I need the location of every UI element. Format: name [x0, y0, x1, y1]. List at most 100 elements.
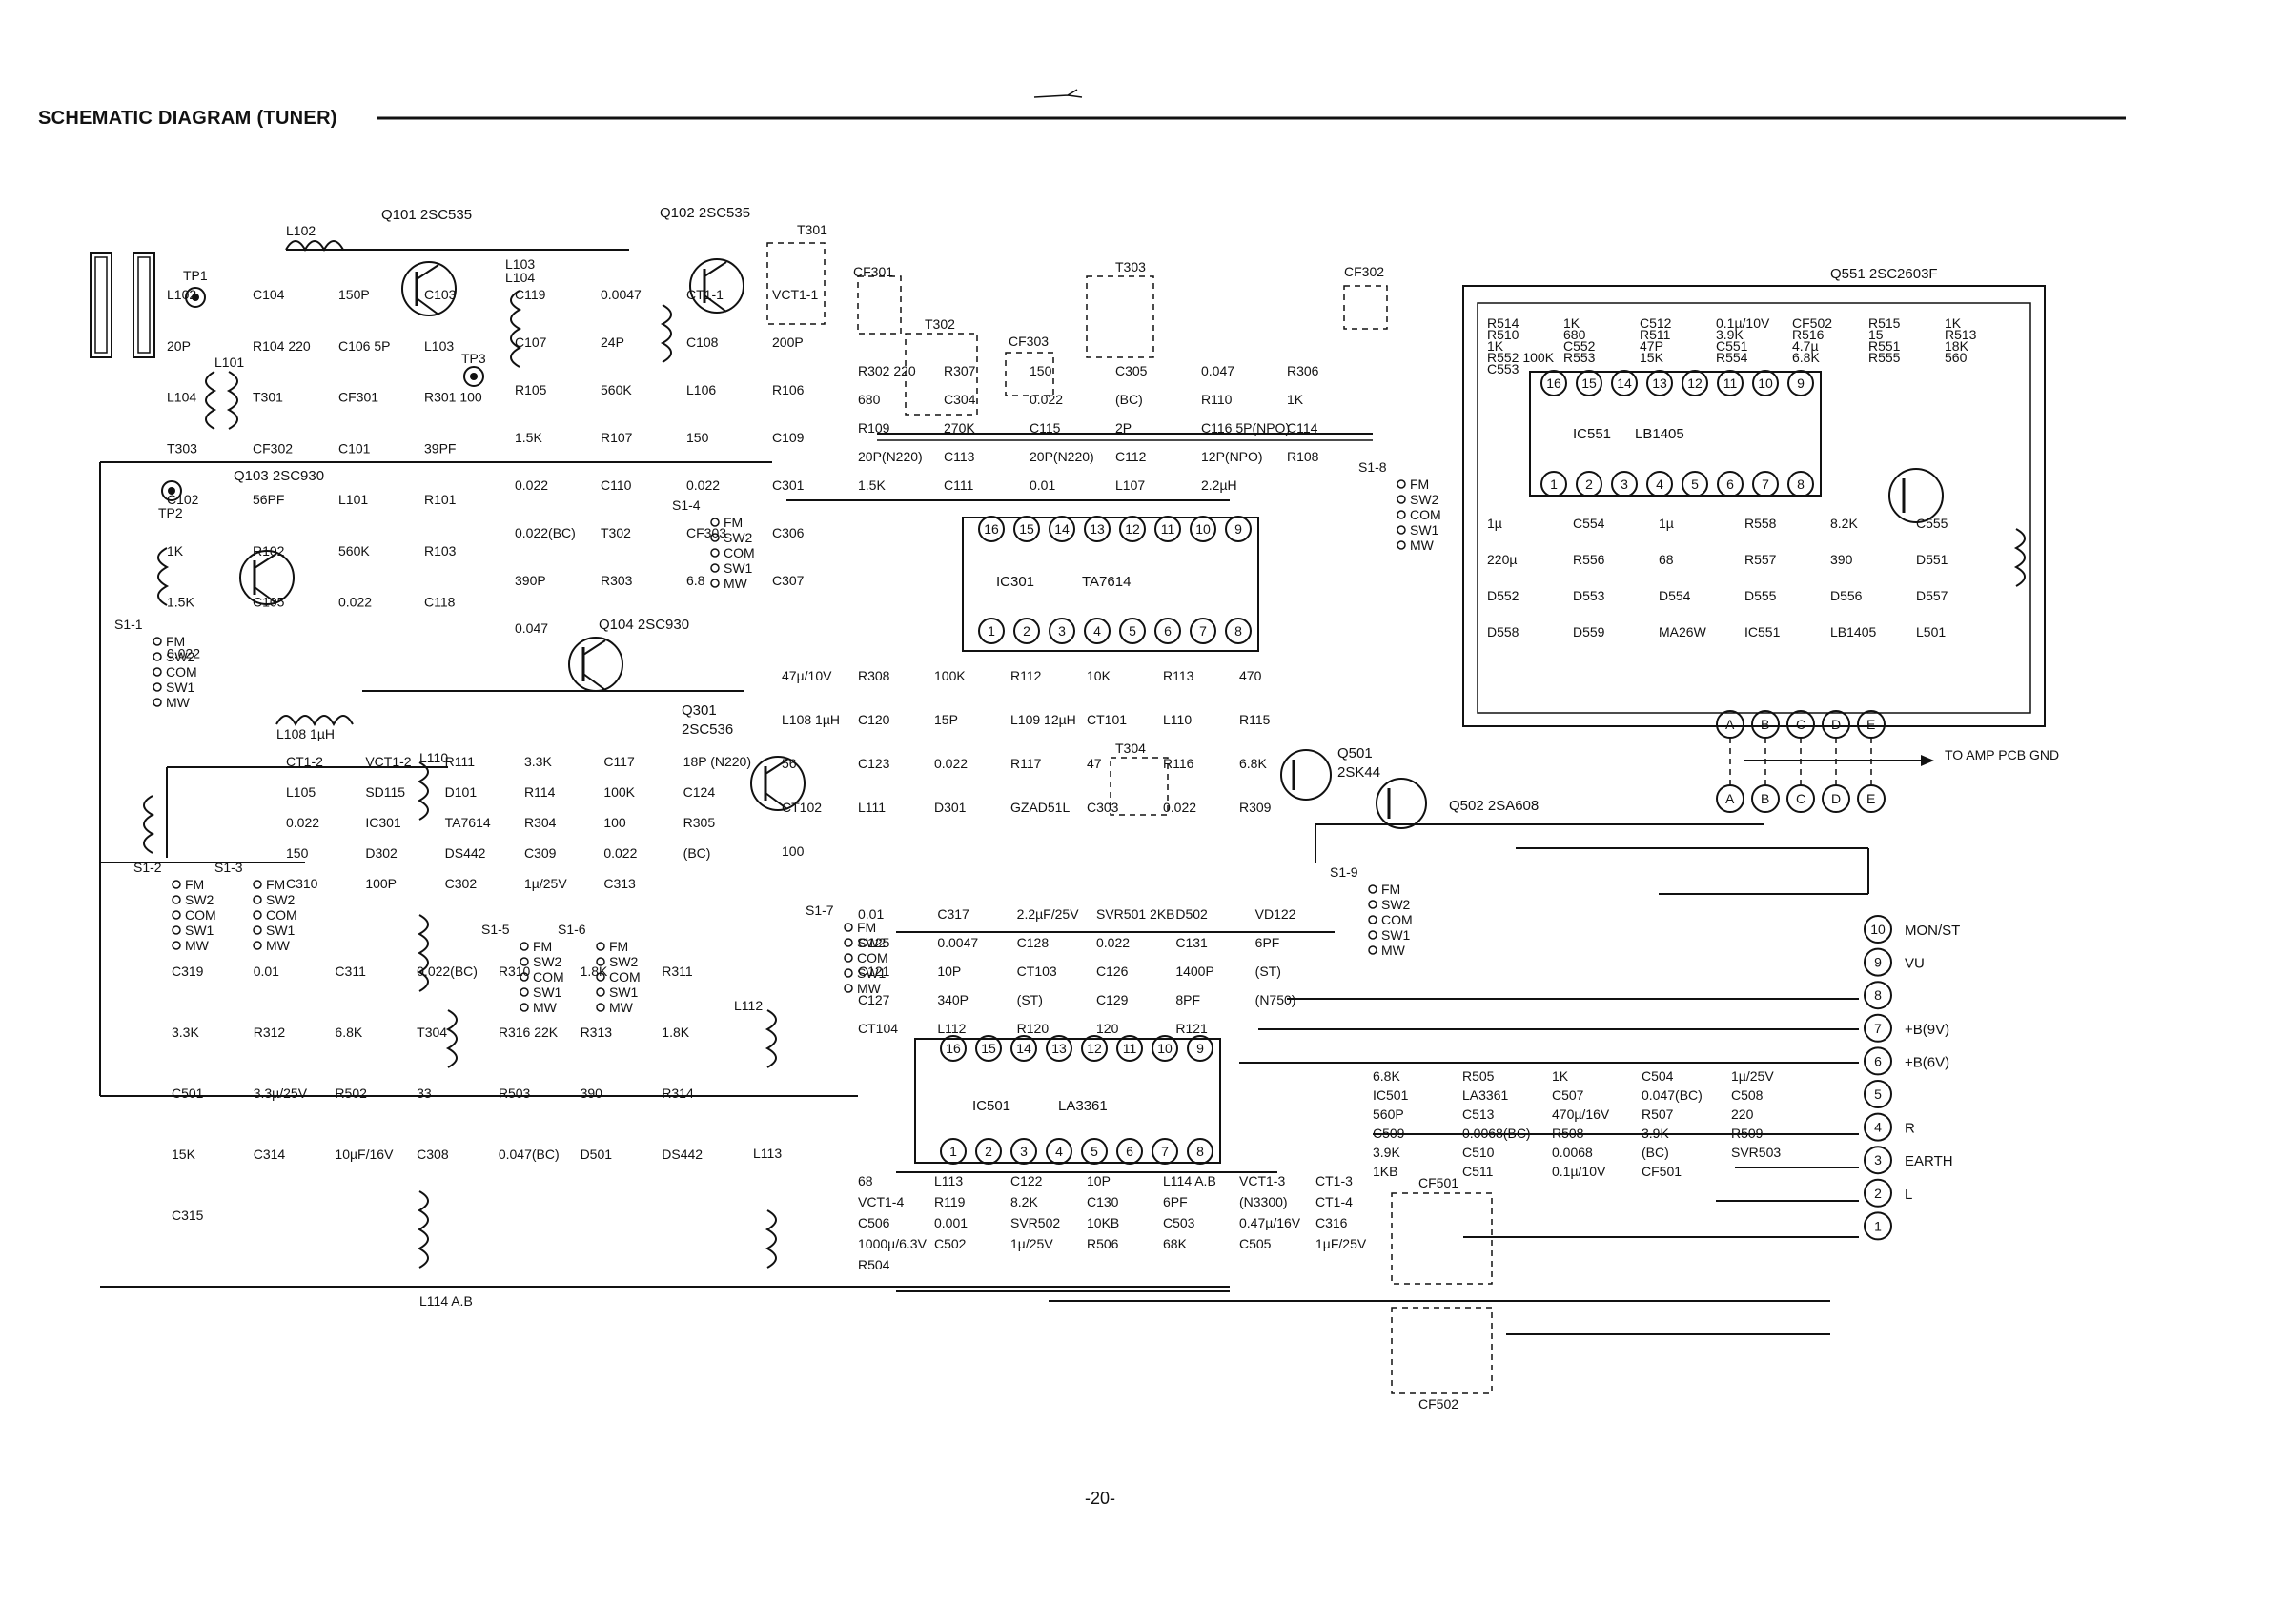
ic-pin-number: 16 — [946, 1041, 961, 1056]
component-label: 0.047(BC) — [1642, 1087, 1703, 1103]
component-label: R105 — [515, 382, 547, 397]
svg-text:Q101 2SC535: Q101 2SC535 — [381, 207, 472, 223]
component-label: 15K — [172, 1147, 196, 1162]
component-label: 1µ/25V — [524, 876, 567, 891]
conn-e-bottom: E — [1866, 791, 1875, 806]
switch-position-label: SW1 — [1410, 522, 1439, 538]
edge-pin-circle — [1864, 947, 1892, 977]
ic-pin-circle — [1540, 370, 1567, 396]
switch-position-label: COM — [724, 545, 755, 560]
svg-text:CF303: CF303 — [1009, 334, 1049, 349]
component-label: IC551 — [1744, 624, 1781, 639]
component-label: 15P — [934, 712, 958, 727]
component-label: 560K — [338, 543, 370, 558]
ic-pin-circle — [1049, 618, 1075, 644]
component-label: C511 — [1462, 1164, 1494, 1179]
switch-name: S1-9 — [1330, 864, 1358, 880]
component-label: CT1-1 — [686, 287, 724, 302]
component-label: 390P — [515, 573, 546, 588]
led-driver-box — [1462, 285, 2046, 727]
component-label: R301 100 — [424, 390, 482, 405]
component-label: TA7614 — [445, 815, 491, 830]
component-label: R310 — [499, 964, 531, 979]
switch-position-label: FM — [185, 877, 204, 892]
component-label: 270K — [944, 420, 975, 436]
component-label: R507 — [1642, 1106, 1674, 1122]
component-label: C505 — [1239, 1236, 1272, 1251]
switch-contact — [844, 953, 853, 963]
switch-contact — [596, 987, 605, 997]
svg-text:L102: L102 — [286, 223, 316, 238]
switch-position-label: MW — [1410, 538, 1435, 553]
switch-position-label: SW1 — [857, 965, 887, 981]
component-label: C307 — [772, 573, 805, 588]
component-label: C512 — [1640, 315, 1672, 331]
switch-contact — [153, 698, 162, 707]
switch-contact — [1397, 540, 1406, 550]
ic-pin-number: 3 — [1020, 1144, 1028, 1159]
switch-position-label: FM — [533, 939, 552, 954]
component-label: 20P(N220) — [1030, 449, 1094, 464]
component-label: 6.8K — [1239, 756, 1267, 771]
component-label: VCT1-4 — [858, 1194, 904, 1209]
component-label: R312 — [254, 1025, 286, 1040]
component-label: C105 — [253, 595, 285, 610]
component-label: CF303 — [686, 525, 726, 540]
ic-pin-number: 10 — [1758, 376, 1773, 391]
component-label: R513 — [1945, 327, 1977, 342]
component-label: 3.9K — [1716, 327, 1744, 342]
ic-pin-number: 12 — [1687, 376, 1703, 391]
component-label: VCT1-3 — [1239, 1173, 1285, 1188]
edge-pin-circle — [1864, 1013, 1892, 1043]
ic-pin-number: 14 — [1617, 376, 1632, 391]
component-label: 200P — [772, 335, 804, 350]
switch-name: S1-4 — [672, 497, 701, 513]
component-label: SVR502 — [1010, 1215, 1060, 1230]
ic-pin-circle — [1576, 370, 1602, 396]
component-label: 68K — [1163, 1236, 1188, 1251]
ic-pin-circle — [1225, 516, 1252, 542]
switch-contact — [1368, 884, 1377, 894]
component-label: 56 — [782, 756, 797, 771]
switch-contact — [153, 682, 162, 692]
switch-position-label: MW — [533, 1000, 558, 1015]
svg-text:L112: L112 — [734, 998, 763, 1013]
conn-d-bottom: D — [1831, 791, 1841, 806]
component-label: C503 — [1163, 1215, 1195, 1230]
component-label: 100P — [365, 876, 397, 891]
component-label: C311 — [335, 964, 366, 979]
component-label: 0.0068(BC) — [1462, 1126, 1531, 1141]
component-label: R102 — [253, 543, 285, 558]
switch-contact — [172, 941, 181, 950]
ic-pin-circle — [1010, 1035, 1037, 1062]
switch-contact — [1368, 915, 1377, 924]
component-label: 1K — [1487, 338, 1504, 354]
ic-pin-number: 13 — [1652, 376, 1667, 391]
switch-position-label: COM — [609, 969, 641, 985]
ic-pin-circle — [1611, 370, 1638, 396]
ic-pin-circle — [1190, 618, 1216, 644]
component-label: R514 — [1487, 315, 1519, 331]
ic-pin-circle — [1116, 1035, 1143, 1062]
component-label: 47P — [1640, 338, 1663, 354]
ic-pin-circle — [1646, 471, 1673, 497]
component-label: 33 — [417, 1086, 432, 1101]
switch-name: S1-1 — [114, 617, 143, 632]
component-label: R101 — [424, 492, 457, 507]
switch-contact — [1368, 945, 1377, 955]
component-label: C552 — [1563, 338, 1596, 354]
component-label: R555 — [1868, 350, 1901, 365]
component-label: R515 — [1868, 315, 1901, 331]
component-label: L106 — [686, 382, 716, 397]
ic-pin-number: 4 — [1656, 477, 1663, 492]
edge-pin-number: 3 — [1874, 1152, 1882, 1167]
component-label: 10µF/16V — [335, 1147, 394, 1162]
edge-pin-number: 9 — [1874, 955, 1882, 970]
switch-position-label: SW2 — [166, 649, 195, 664]
component-label: 1µ — [1659, 516, 1674, 531]
component-label: 220µ — [1487, 552, 1517, 567]
led-driver-inner-box — [1477, 302, 2031, 714]
component-label: R510 — [1487, 327, 1519, 342]
component-label: 0.022 — [934, 756, 968, 771]
switch-position-label: COM — [1381, 912, 1413, 927]
